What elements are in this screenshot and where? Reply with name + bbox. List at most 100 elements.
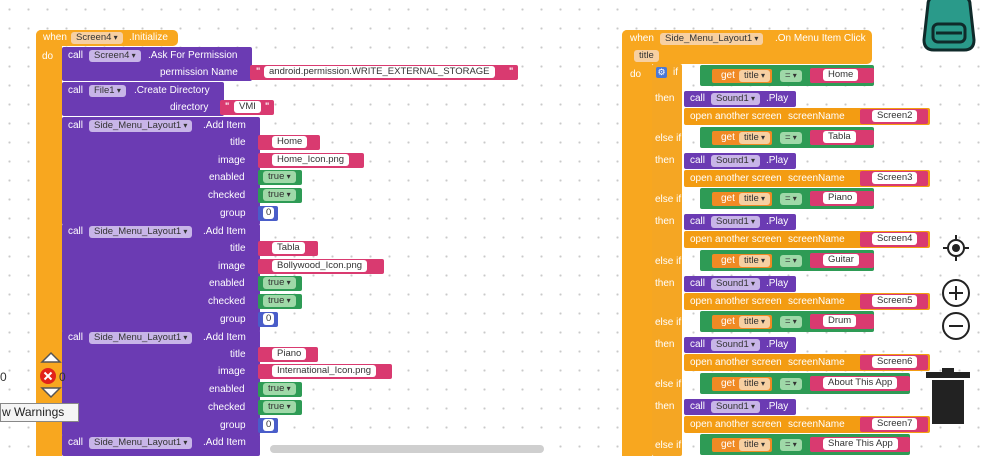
if-block[interactable] bbox=[652, 64, 682, 456]
call-label: call bbox=[690, 93, 706, 104]
group-number-field[interactable]: 0 bbox=[263, 419, 275, 431]
get-label: get bbox=[721, 316, 735, 327]
group-number-field[interactable]: 0 bbox=[263, 207, 275, 219]
get-variable-dropdown[interactable]: title bbox=[739, 316, 771, 328]
then-label: then bbox=[655, 93, 675, 104]
title-string-field[interactable]: Home bbox=[272, 136, 308, 148]
else-if-label: else if bbox=[655, 255, 682, 267]
else-if-label: else if bbox=[655, 378, 682, 390]
get-variable-dropdown[interactable]: title bbox=[739, 439, 771, 451]
call-label: call bbox=[690, 216, 706, 227]
compare-operator-dropdown[interactable]: = bbox=[780, 70, 802, 82]
image-string-field[interactable]: Bollywood_Icon.png bbox=[272, 260, 368, 272]
compare-operator-dropdown[interactable]: = bbox=[780, 377, 802, 390]
quote-icon: " bbox=[509, 66, 514, 76]
play-method: .Play bbox=[766, 216, 789, 227]
compare-operator-dropdown[interactable]: = bbox=[780, 131, 802, 144]
checked-bool-dropdown[interactable]: true bbox=[263, 295, 296, 307]
sound-component-dropdown[interactable]: Sound1 bbox=[711, 339, 761, 351]
screen-name-string-field[interactable]: Screen7 bbox=[872, 417, 918, 430]
zoom-out-icon[interactable] bbox=[940, 310, 972, 342]
get-variable-dropdown[interactable]: title bbox=[739, 193, 771, 205]
side-menu-dropdown[interactable]: Side_Menu_Layout1 bbox=[89, 120, 193, 132]
get-label: get bbox=[721, 131, 735, 143]
screen-component-dropdown[interactable]: Screen4 bbox=[71, 32, 123, 44]
side-menu-component-dropdown[interactable]: Side_Menu_Layout1 bbox=[660, 33, 764, 45]
sound-component-dropdown[interactable]: Sound1 bbox=[711, 400, 761, 413]
title-string-field[interactable]: Piano bbox=[272, 348, 307, 360]
add-item-block-2[interactable] bbox=[62, 224, 260, 332]
image-label: image bbox=[218, 155, 246, 166]
checked-bool-dropdown[interactable]: true bbox=[263, 401, 296, 413]
add-item-block-1[interactable] bbox=[62, 117, 260, 225]
enabled-bool-dropdown[interactable]: true bbox=[263, 277, 296, 289]
compare-string-field[interactable]: Guitar bbox=[823, 253, 859, 266]
if-gear-icon[interactable]: ⚙ bbox=[656, 67, 667, 78]
screen-name-string-field[interactable]: Screen4 bbox=[872, 233, 918, 245]
warning-down-arrow-icon[interactable] bbox=[40, 386, 62, 400]
trash-icon[interactable] bbox=[926, 368, 970, 426]
file-component-dropdown[interactable]: File1 bbox=[89, 85, 126, 97]
title-string-field[interactable]: Tabla bbox=[272, 242, 305, 254]
directory-string-field[interactable]: VMI bbox=[234, 101, 261, 113]
sound-component-dropdown[interactable]: Sound1 bbox=[711, 93, 761, 105]
add-item-block-3[interactable] bbox=[62, 330, 260, 436]
screen-name-string-field[interactable]: Screen5 bbox=[872, 294, 918, 307]
screen-name-label: screenName bbox=[788, 418, 845, 430]
get-label: get bbox=[721, 70, 735, 81]
open-another-screen-label: open another screen bbox=[690, 295, 782, 307]
checked-bool-dropdown[interactable]: true bbox=[263, 189, 296, 201]
warning-up-arrow-icon[interactable] bbox=[40, 350, 62, 364]
image-string-field[interactable]: Home_Icon.png bbox=[272, 154, 350, 166]
enabled-bool-dropdown[interactable]: true bbox=[263, 171, 296, 183]
get-variable-dropdown[interactable]: title bbox=[739, 377, 771, 390]
screen-name-label: screenName bbox=[788, 111, 845, 122]
error-icon[interactable] bbox=[39, 367, 57, 385]
side-menu-dropdown[interactable]: Side_Menu_Layout1 bbox=[89, 332, 193, 344]
initialize-event-label: .Initialize bbox=[129, 32, 168, 43]
compare-operator-dropdown[interactable]: = bbox=[780, 254, 802, 267]
backpack-icon[interactable] bbox=[914, 0, 984, 52]
side-menu-dropdown[interactable]: Side_Menu_Layout1 bbox=[89, 226, 193, 238]
group-number-field[interactable]: 0 bbox=[263, 313, 275, 325]
sound-component-dropdown[interactable]: Sound1 bbox=[711, 277, 761, 290]
permission-component-dropdown[interactable]: Screen4 bbox=[89, 50, 141, 62]
then-label: then bbox=[655, 277, 675, 289]
sound-component-dropdown[interactable]: Sound1 bbox=[711, 216, 761, 228]
recenter-icon[interactable] bbox=[941, 233, 971, 263]
screen-name-string-field[interactable]: Screen2 bbox=[872, 110, 918, 122]
sound-component-dropdown[interactable]: Sound1 bbox=[711, 154, 761, 167]
warnings-panel: 0 0 w Warnings bbox=[0, 350, 80, 425]
call-label: call bbox=[68, 332, 84, 343]
play-method: .Play bbox=[766, 400, 789, 412]
side-menu-dropdown[interactable]: Side_Menu_Layout1 bbox=[89, 437, 193, 449]
compare-string-field[interactable]: Tabla bbox=[823, 130, 856, 143]
zoom-in-icon[interactable] bbox=[940, 277, 972, 309]
enabled-bool-dropdown[interactable]: true bbox=[263, 383, 296, 395]
compare-string-field[interactable]: Piano bbox=[823, 192, 858, 204]
compare-string-field[interactable]: Home bbox=[823, 69, 859, 81]
compare-string-field[interactable]: About This App bbox=[823, 376, 898, 389]
horizontal-scrollbar[interactable] bbox=[270, 445, 544, 453]
group-label: group bbox=[220, 420, 246, 431]
compare-string-field[interactable]: Share This App bbox=[823, 438, 898, 450]
screen-name-string-field[interactable]: Screen3 bbox=[872, 171, 918, 184]
compare-operator-dropdown[interactable]: = bbox=[780, 193, 802, 205]
get-variable-dropdown[interactable]: title bbox=[739, 254, 771, 267]
else-if-label: else if bbox=[655, 194, 682, 205]
image-string-field[interactable]: International_Icon.png bbox=[272, 365, 377, 377]
title-param[interactable]: title bbox=[634, 50, 659, 62]
else-if-label: else if bbox=[655, 132, 682, 144]
show-warnings-button[interactable]: w Warnings bbox=[0, 403, 79, 422]
then-label: then bbox=[655, 154, 675, 166]
compare-string-field[interactable]: Drum bbox=[823, 315, 857, 327]
compare-operator-dropdown[interactable]: = bbox=[780, 439, 802, 451]
add-item-method: .Add Item bbox=[203, 437, 246, 448]
screen-name-string-field[interactable]: Screen6 bbox=[872, 356, 918, 368]
add-item-method: .Add Item bbox=[203, 332, 246, 343]
permission-string-field[interactable]: android.permission.WRITE_EXTERNAL_STORAG… bbox=[264, 66, 495, 78]
compare-operator-dropdown[interactable]: = bbox=[780, 316, 802, 328]
open-another-screen-label: open another screen bbox=[690, 357, 782, 368]
get-variable-dropdown[interactable]: title bbox=[739, 131, 771, 144]
get-variable-dropdown[interactable]: title bbox=[739, 70, 771, 82]
